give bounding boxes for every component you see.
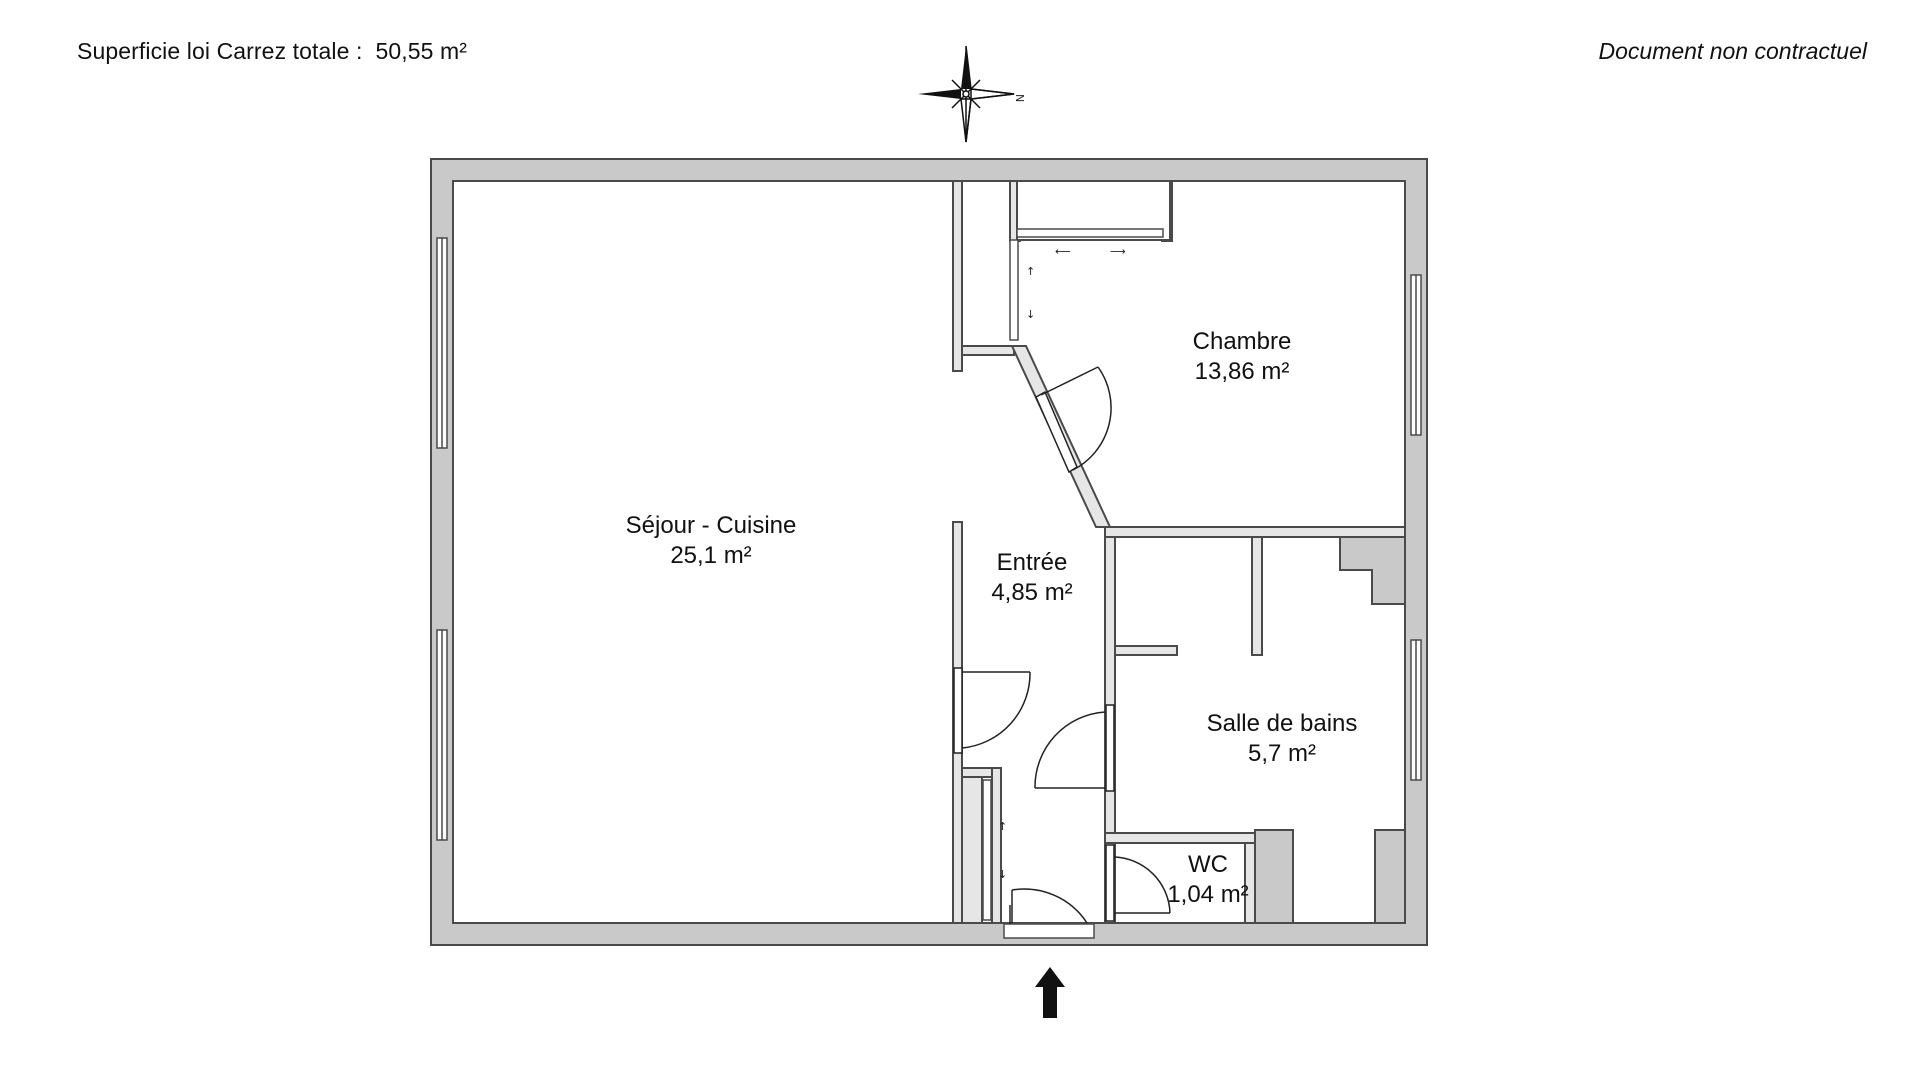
room-name-sejour: Séjour - Cuisine	[626, 512, 797, 539]
room-area-chambre: 13,86 m²	[1195, 358, 1290, 385]
bathroom-bottom-right-block	[1374, 829, 1406, 924]
doors	[953, 366, 1171, 939]
closet-arrow-down-icon: ↓	[998, 868, 1007, 881]
sliding-arrow-right-icon: ⟶	[1110, 245, 1126, 258]
sliding-arrow-left-icon: ⟵	[1055, 245, 1071, 258]
wardrobe-side-rail	[1009, 239, 1019, 341]
compass-rose-icon	[918, 45, 1015, 143]
closet-arrow-up-icon: ↑	[998, 820, 1007, 833]
room-area-sejour: 25,1 m²	[670, 542, 751, 569]
windows	[436, 237, 1422, 841]
room-name-entree: Entrée	[997, 549, 1068, 576]
room-name-chambre: Chambre	[1193, 328, 1292, 355]
sliding-arrow-up-icon: ↑	[1026, 265, 1035, 278]
wardrobe-top-rail	[1016, 228, 1164, 238]
total-area-caption: Superficie loi Carrez totale : 50,55 m²	[77, 38, 467, 65]
north-letter: N	[1013, 94, 1026, 102]
room-name-sdb: Salle de bains	[1207, 710, 1358, 737]
bathroom-bottom-block	[1254, 829, 1294, 924]
total-area-label: Superficie loi Carrez totale :	[77, 38, 363, 64]
entrance-arrow-icon	[1035, 967, 1065, 1018]
outer-wall	[430, 158, 1428, 946]
sliding-arrow-down-icon: ↓	[1026, 308, 1035, 321]
room-area-sdb: 5,7 m²	[1248, 740, 1316, 767]
room-area-wc: 1,04 m²	[1167, 881, 1248, 908]
total-area-value: 50,55 m²	[375, 38, 468, 64]
room-name-wc: WC	[1188, 851, 1228, 878]
bathroom-corner-block	[1339, 536, 1406, 605]
closet-sliding-rail	[982, 779, 992, 921]
room-area-entree: 4,85 m²	[991, 579, 1072, 606]
disclaimer: Document non contractuel	[1598, 38, 1868, 64]
